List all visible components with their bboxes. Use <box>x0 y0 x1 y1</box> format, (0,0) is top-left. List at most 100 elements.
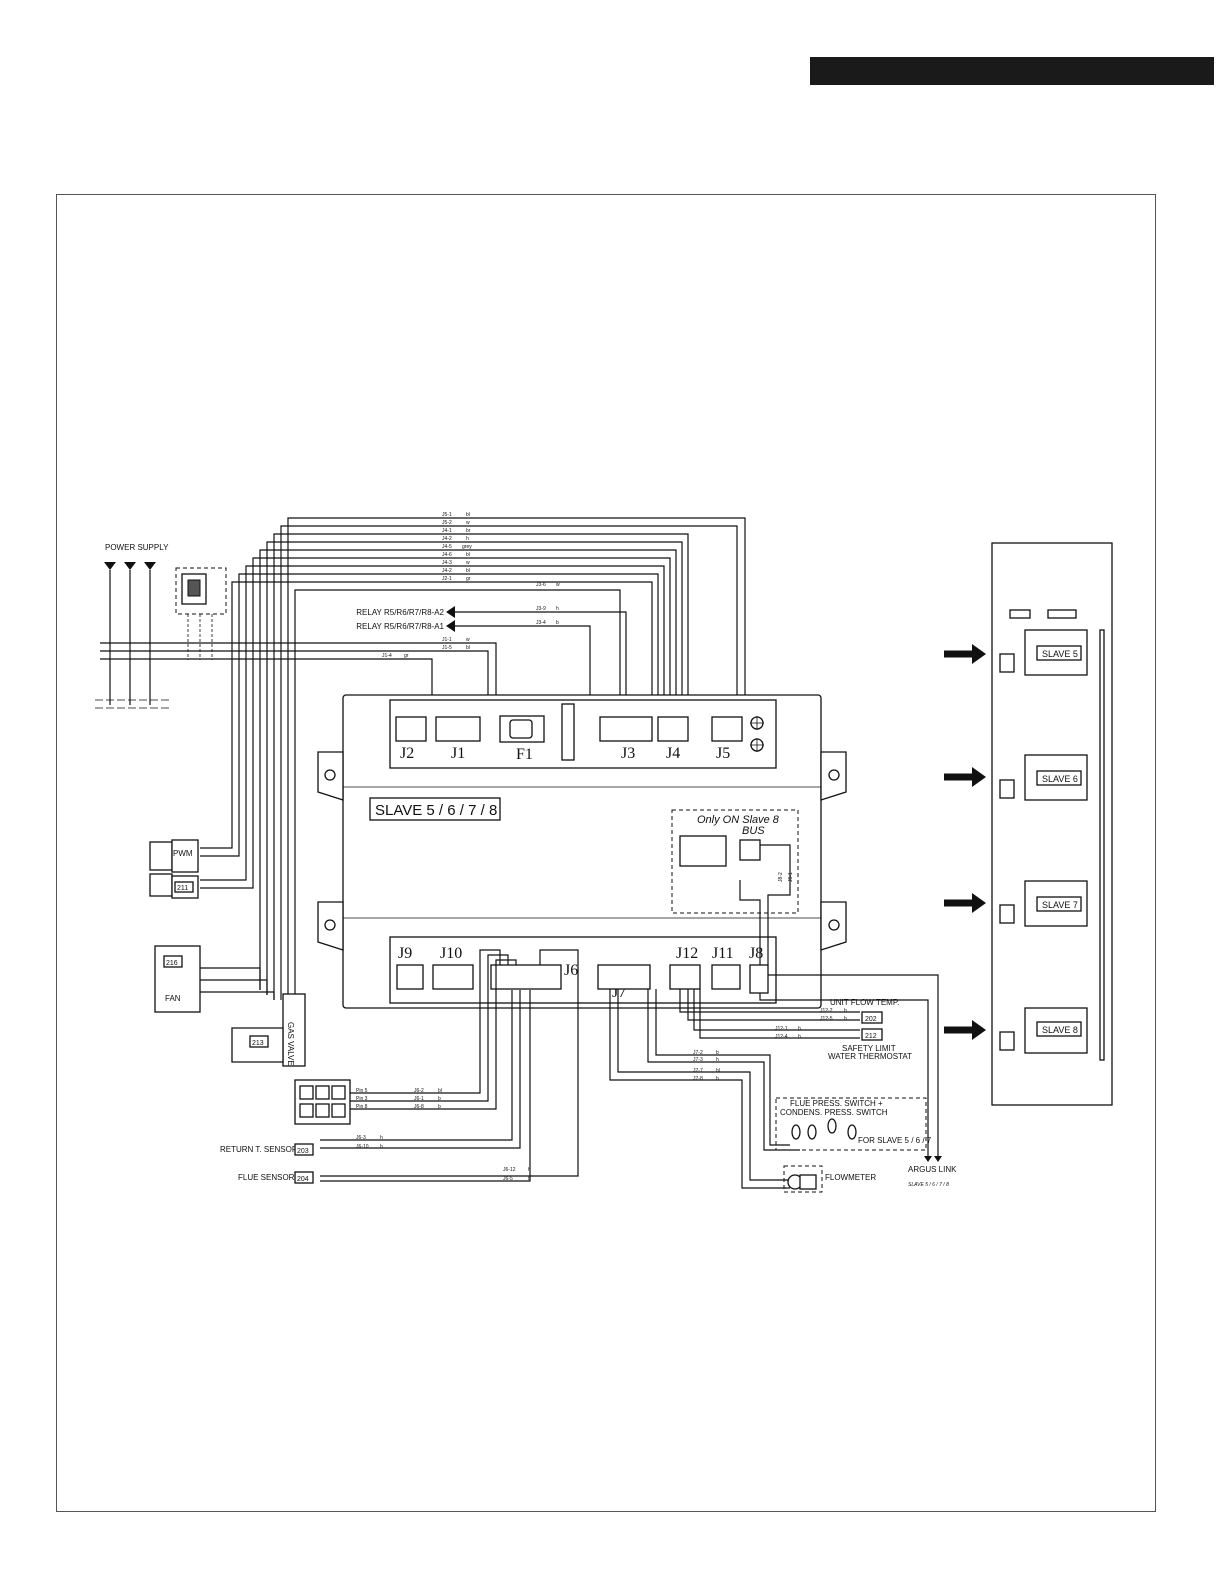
left-components: PWM 211 216 FAN GAS VALVE 213 <box>149 839 306 1067</box>
code-212: 212 <box>865 1033 877 1040</box>
wire-color: h <box>380 1144 383 1150</box>
terminal-icon <box>144 562 156 570</box>
label-j4: J4 <box>666 745 680 762</box>
arrow-icon <box>972 644 986 664</box>
wire-color: h <box>466 536 469 542</box>
argus-link-label: ARGUS LINK <box>908 1165 957 1174</box>
pressure-switch-icons <box>791 1118 857 1140</box>
connector-j10 <box>432 964 474 990</box>
pin-label: Pin 5 <box>356 1088 368 1094</box>
wire-label: J8-2 <box>778 872 784 882</box>
wire-label: J3-4 <box>536 620 546 626</box>
code-203: 203 <box>297 1148 309 1155</box>
wire-label: J12-2 <box>820 1008 833 1014</box>
connector-j3 <box>599 716 653 742</box>
cabinet-slave-7: SLAVE 7 <box>944 880 1088 927</box>
label-j6: J6 <box>564 962 578 979</box>
flowmeter-box <box>783 1165 823 1193</box>
code-211: 211 <box>177 885 188 892</box>
code-204: 204 <box>297 1176 309 1183</box>
terminal-icon <box>124 562 136 570</box>
code-213: 213 <box>252 1040 264 1047</box>
wire-label: J6-8 <box>414 1104 424 1110</box>
code-203-box <box>294 1143 314 1156</box>
fan-label: FAN <box>165 994 181 1003</box>
code-211-box <box>174 881 194 893</box>
board-title: SLAVE 5 / 6 / 7 / 8 <box>375 802 497 819</box>
wire-label: J4-2 <box>442 536 452 542</box>
arrow-icon <box>972 767 986 787</box>
header-bar <box>810 57 1214 85</box>
flowmeter-label: FLOWMETER <box>825 1173 876 1182</box>
wire-label: J4-1 <box>442 528 452 534</box>
return-sensor-label: RETURN T. SENSOR <box>220 1145 298 1154</box>
wire-color: w <box>466 560 470 566</box>
wire-color: h <box>716 1057 719 1063</box>
wire-color: bl <box>466 552 470 558</box>
top-harness <box>100 517 746 1010</box>
wire-label: J12-5 <box>820 1016 833 1022</box>
right-wiring: J12-2 b J12-5 h J12-1 b J12-4 h J7-2 b J… <box>609 844 957 1193</box>
connector-j8 <box>749 964 769 994</box>
wire-label: J7-3 <box>693 1057 703 1063</box>
pwm-label: PWM <box>173 849 193 858</box>
label-j2: J2 <box>400 745 414 762</box>
pwm-block <box>171 839 199 873</box>
wire-color: bl <box>466 512 470 518</box>
slave-7-label: SLAVE 7 <box>1042 900 1078 910</box>
connector-j5 <box>711 716 743 742</box>
wire-label: J4-3 <box>442 560 452 566</box>
cabinet-slave-6: SLAVE 6 <box>944 754 1088 801</box>
main-switch-box <box>175 567 227 615</box>
wire-color: h <box>798 1034 801 1040</box>
connector-j9 <box>396 964 424 990</box>
wire-label: J8-1 <box>788 872 794 882</box>
slave-6-label: SLAVE 6 <box>1042 774 1078 784</box>
diagram-frame <box>56 194 1156 1512</box>
relay-labels: RELAY R5/R6/R7/R8-A2 RELAY R5/R6/R7/R8-A… <box>356 606 455 632</box>
label-j3: J3 <box>621 745 635 762</box>
wire-color: b <box>844 1008 847 1014</box>
safety-limit-label: SAFETY LIMIT <box>842 1044 896 1053</box>
wire-color: h <box>844 1016 847 1022</box>
wire-color: b <box>716 1050 719 1056</box>
wire-label: J1-5 <box>442 645 452 651</box>
label-j1: J1 <box>451 745 465 762</box>
for-slave-label: FOR SLAVE 5 / 6 / 7 <box>858 1136 932 1145</box>
wire-color: w <box>466 637 470 643</box>
wire-label: J2-1 <box>442 576 452 582</box>
condens-press-label: CONDENS. PRESS. SWITCH <box>780 1108 888 1117</box>
wire-label: J4-5 <box>442 544 452 550</box>
code-213-box <box>249 1035 269 1048</box>
wire-label: J6-2 <box>414 1088 424 1094</box>
bus-note-box <box>671 809 799 914</box>
sensor-wiring: Pin 5 J6-2 bl Pin 3 J6-1 b Pin 8 J6-8 b … <box>220 949 579 1184</box>
relay-a2-arrow <box>446 606 455 618</box>
cabinet: SLAVE 5 SLAVE 6 SLAVE 7 SLAVE 8 <box>944 542 1113 1106</box>
wire-color: bl <box>438 1088 442 1094</box>
code-216-box <box>163 955 183 968</box>
wire-label: J6-1 <box>414 1096 424 1102</box>
connector-j11 <box>711 964 741 990</box>
power-supply-label: POWER SUPPLY <box>105 543 169 552</box>
gas-valve-label: GAS VALVE <box>286 1022 295 1066</box>
pin-label: Pin 8 <box>356 1104 368 1110</box>
code-204-box <box>294 1171 314 1184</box>
wire-label: J5-2 <box>442 520 452 526</box>
connector-j2 <box>395 716 427 742</box>
cabinet-slave-8: SLAVE 8 <box>944 1007 1088 1054</box>
wire-label: J6-10 <box>356 1144 369 1150</box>
wire-color: bl <box>466 645 470 651</box>
arrow-icon <box>972 893 986 913</box>
bus-connector <box>739 839 761 861</box>
relay-a1-label: RELAY R5/R6/R7/R8-A1 <box>356 622 444 631</box>
label-j12: J12 <box>676 945 698 962</box>
wire-color: b <box>528 1176 531 1182</box>
wire-color: gr <box>466 576 471 582</box>
wire-color: h <box>556 606 559 612</box>
label-j10: J10 <box>440 945 462 962</box>
wire-label: J12-1 <box>775 1026 788 1032</box>
code-212-box <box>861 1028 883 1041</box>
top-wire-labels: J5-1 bl J5-2 w J4-1 br J4-2 h J4-5 grey … <box>382 512 560 659</box>
